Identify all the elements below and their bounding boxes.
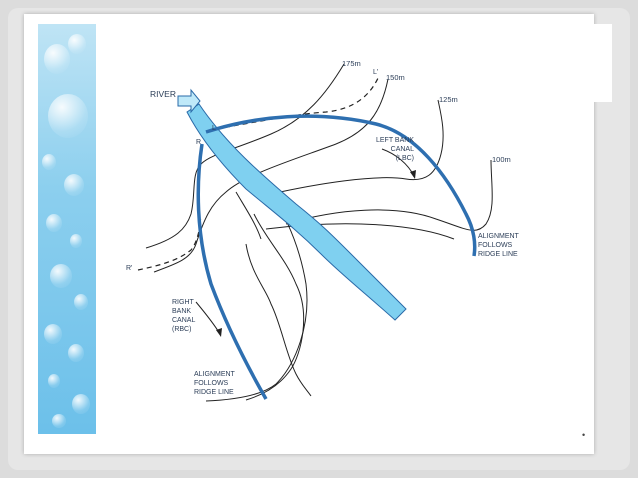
svg-text:ALIGNMENT: ALIGNMENT xyxy=(194,371,236,378)
label-l: L xyxy=(212,125,216,132)
contour-150m xyxy=(153,78,389,273)
canal-alignment-diagram: RIVER R L L' R' 175m 150m 125m 100m LEFT… xyxy=(96,24,616,434)
water-decoration-strip xyxy=(38,24,96,434)
contour-lines xyxy=(145,63,493,402)
label-alignment-left: ALIGNMENT FOLLOWS RIDGE LINE xyxy=(194,371,236,396)
rbc-arrow-icon xyxy=(195,301,221,335)
dashed-line-l xyxy=(215,75,380,130)
lbc-arrowhead-icon xyxy=(410,170,416,179)
svg-text:FOLLOWS: FOLLOWS xyxy=(478,242,513,249)
contour-label-100m: 100m xyxy=(492,155,511,164)
svg-text:(LBC): (LBC) xyxy=(396,155,414,162)
label-alignment-right: ALIGNMENT FOLLOWS RIDGE LINE xyxy=(478,233,520,258)
contour-label-175m: 175m xyxy=(342,59,361,68)
contour-175m xyxy=(145,63,345,249)
label-left-bank-canal: LEFT BANK CANAL (LBC) xyxy=(376,137,414,162)
contour-label-150m: 150m xyxy=(386,73,405,82)
dashed-line-r xyxy=(137,218,202,271)
svg-text:CANAL: CANAL xyxy=(172,317,195,324)
svg-text:CANAL: CANAL xyxy=(391,146,414,153)
svg-text:RIGHT: RIGHT xyxy=(172,299,195,306)
river xyxy=(186,103,407,321)
rbc-arrowhead-icon xyxy=(216,328,222,337)
svg-text:RIDGE LINE: RIDGE LINE xyxy=(478,251,518,258)
contour-100m xyxy=(285,159,493,231)
lbc-arrow-icon xyxy=(381,148,415,177)
label-right-bank-canal: RIGHT BANK CANAL (RBC) xyxy=(172,299,195,333)
svg-text:(RBC): (RBC) xyxy=(172,326,191,333)
svg-text:BANK: BANK xyxy=(172,308,191,315)
svg-text:ALIGNMENT: ALIGNMENT xyxy=(478,233,520,240)
title-band xyxy=(96,24,612,102)
label-l-prime: L' xyxy=(373,69,378,76)
right-bank-canal xyxy=(196,143,268,400)
contour-125m-lower xyxy=(205,193,308,402)
slide-footer-mark: • xyxy=(582,430,586,440)
diagram-svg: RIVER R L L' R' 175m 150m 125m 100m LEFT… xyxy=(126,59,520,402)
svg-text:FOLLOWS: FOLLOWS xyxy=(194,380,229,387)
river-arrow-icon xyxy=(177,88,201,114)
contour-150m-lower xyxy=(245,213,305,401)
svg-text:LEFT BANK: LEFT BANK xyxy=(376,137,414,144)
contour-label-125m: 125m xyxy=(439,95,458,104)
label-river: RIVER xyxy=(150,89,176,99)
label-r-prime: R' xyxy=(126,265,132,272)
contour-125m xyxy=(270,99,444,195)
left-bank-canal xyxy=(205,114,477,257)
svg-text:RIDGE LINE: RIDGE LINE xyxy=(194,389,234,396)
contour-100m-lower xyxy=(235,191,262,240)
label-r: R xyxy=(196,139,201,146)
contour-175m-lower xyxy=(245,243,312,397)
